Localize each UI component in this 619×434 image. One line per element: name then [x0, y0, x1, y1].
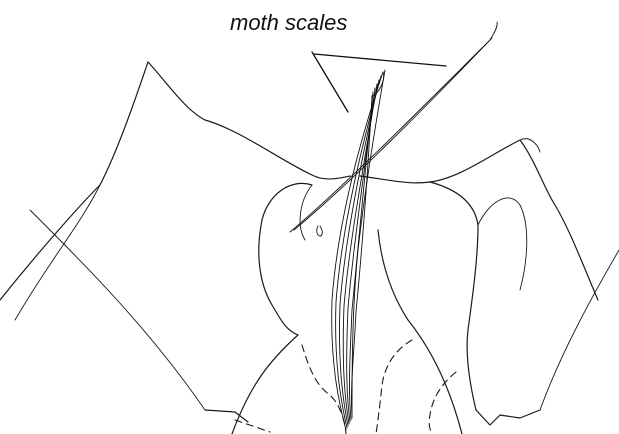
left-diagonal-line	[30, 210, 205, 410]
moth-scale-bundle	[332, 70, 385, 430]
right-inner-lobe	[430, 182, 478, 410]
small-droplet-mark	[317, 226, 323, 236]
right-valve-base	[476, 410, 540, 425]
left-valve-outline	[0, 62, 350, 300]
right-diagonal-line	[540, 250, 619, 410]
central-structure-right	[378, 230, 462, 434]
left-dashed-contour	[302, 345, 346, 434]
moth-scales-label: moth scales	[230, 10, 347, 35]
left-valve-lower-edge	[15, 185, 100, 320]
left-lobe-inner-curve	[300, 185, 312, 240]
center-dashed-contour	[376, 340, 412, 434]
left-inner-lobe	[259, 183, 312, 335]
right-lobe-inner-curve	[478, 198, 527, 290]
central-structure-left	[232, 335, 298, 434]
leader-line-to-single-scale	[314, 54, 446, 66]
right-dashed-contour	[429, 372, 456, 434]
right-valve-outline	[360, 140, 598, 300]
leader-line-to-scale-bundle	[312, 52, 348, 112]
bottom-left-dashed	[235, 420, 270, 432]
